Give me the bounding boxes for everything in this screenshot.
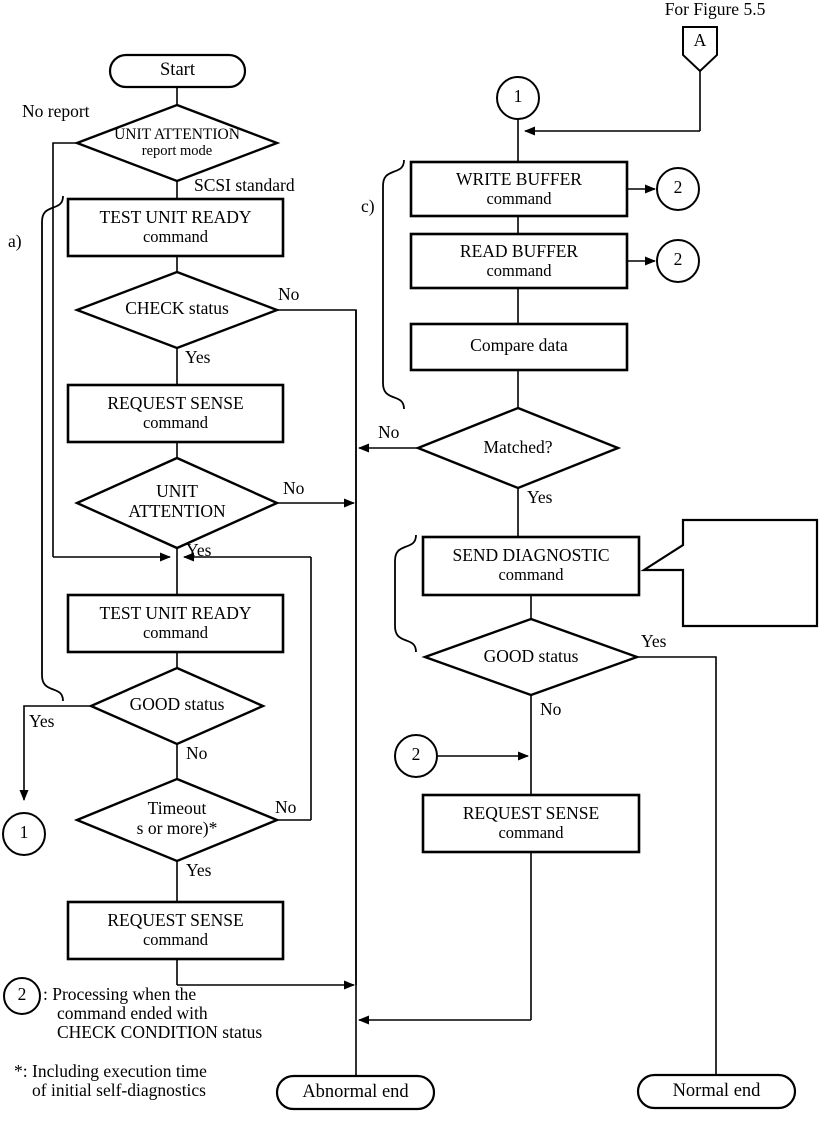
connector-2-read [656,239,700,283]
label-good-status-right-yes: Yes [641,631,667,651]
process-request-sense-right-line1: REQUEST SENSE [462,803,600,823]
decision-timeout-line2: s or more)* [136,818,218,838]
figure-reference-note: For Figure 5.5 [664,0,766,19]
label-check-status-no: No [278,284,300,304]
label-unit-attention-yes: Yes [186,540,212,560]
process-request-sense-2-line2: command [142,930,209,949]
label-no-report: No report [22,101,90,121]
terminal-abnormal-end [275,1074,436,1111]
process-request-sense-1-line1: REQUEST SENSE [107,393,244,413]
label-good-status-left-yes: Yes [29,711,55,731]
process-read-buffer [409,232,629,290]
process-compare-data [409,322,629,372]
legend-note2-line1: : Processing when the [43,984,197,1004]
callout-box [640,518,819,628]
connector-1-left-label: 1 [19,822,29,842]
label-check-status-yes: Yes [185,347,211,367]
label-timeout-yes: Yes [186,860,212,880]
decision-unit-attention-line2: ATTENTION [128,501,226,521]
process-request-sense-1 [66,383,285,444]
terminal-abnormal-end-label: Abnormal end [302,1082,409,1102]
process-write-buffer [409,160,629,218]
terminal-normal-end [636,1073,797,1110]
label-matched-no: No [378,422,400,442]
process-request-sense-1-line2: command [142,413,209,432]
legend-note-star-line2: of initial self-diagnostics [32,1080,206,1100]
decision-timeout-line1: Timeout [147,798,207,818]
legend-note2-line2: command ended with [57,1003,208,1023]
decision-matched-label: Matched? [483,437,553,457]
process-request-sense-right-line2: command [498,823,564,842]
decision-unit-attention-line1: UNIT [156,481,198,501]
label-unit-attention-no: No [283,478,305,498]
decision-good-status-right-label: GOOD status [483,646,579,666]
label-scsi-standard: SCSI standard [194,175,295,195]
process-request-sense-right [421,793,641,854]
process-write-buffer-line2: command [486,189,552,208]
process-send-diagnostic-line1: SEND DIAGNOSTIC [452,545,610,565]
process-read-buffer-line2: command [486,261,552,280]
process-request-sense-2 [66,900,285,961]
connector-2-write-label: 2 [673,177,683,197]
process-test-unit-ready-2-line1: TEST UNIT READY [99,603,252,623]
decision-good-status-left-label: GOOD status [129,694,225,714]
connector-2-right-label: 2 [411,744,421,764]
process-test-unit-ready-2 [66,593,285,654]
brace-c [382,159,405,410]
process-read-buffer-line1: READ BUFFER [459,241,579,261]
label-good-status-left-no: No [186,743,208,763]
brace-c-label: c) [361,196,375,216]
label-timeout-no: No [275,797,297,817]
brace-a-label: a) [8,231,22,251]
connector-1-top-label: 1 [513,86,523,106]
connector-2-legend [3,977,41,1015]
connector-2-legend-label: 2 [17,984,27,1004]
process-request-sense-2-line1: REQUEST SENSE [107,910,244,930]
process-test-unit-ready-1 [66,197,285,258]
legend-note2-line3: CHECK CONDITION status [57,1022,263,1042]
connector-a-label: A [693,30,707,50]
process-send-diagnostic-line2: command [498,565,564,584]
label-matched-yes: Yes [527,487,553,507]
connector-2-write [656,167,700,211]
process-test-unit-ready-1-line2: command [142,227,209,246]
connector-a-pentagon [682,26,718,73]
process-test-unit-ready-1-line1: TEST UNIT READY [99,207,252,227]
connector-1-left [2,812,46,856]
decision-unit-attention-report-mode-line2: report mode [141,143,213,159]
process-compare-data-label: Compare data [470,335,568,355]
decision-check-status-label: CHECK status [125,298,229,318]
process-test-unit-ready-2-line2: command [142,623,209,642]
label-good-status-right-no: No [540,699,562,719]
brace-a [41,195,64,702]
connector-2-read-label: 2 [673,249,683,269]
node-start-label: Start [160,60,195,80]
process-write-buffer-line1: WRITE BUFFER [456,169,582,189]
brace-send-diagnostic [394,534,417,653]
legend-note-star-line1: *: Including execution time [14,1061,207,1081]
decision-unit-attention-report-mode-line1: UNIT ATTENTION [114,126,240,143]
terminal-normal-end-label: Normal end [672,1081,761,1101]
